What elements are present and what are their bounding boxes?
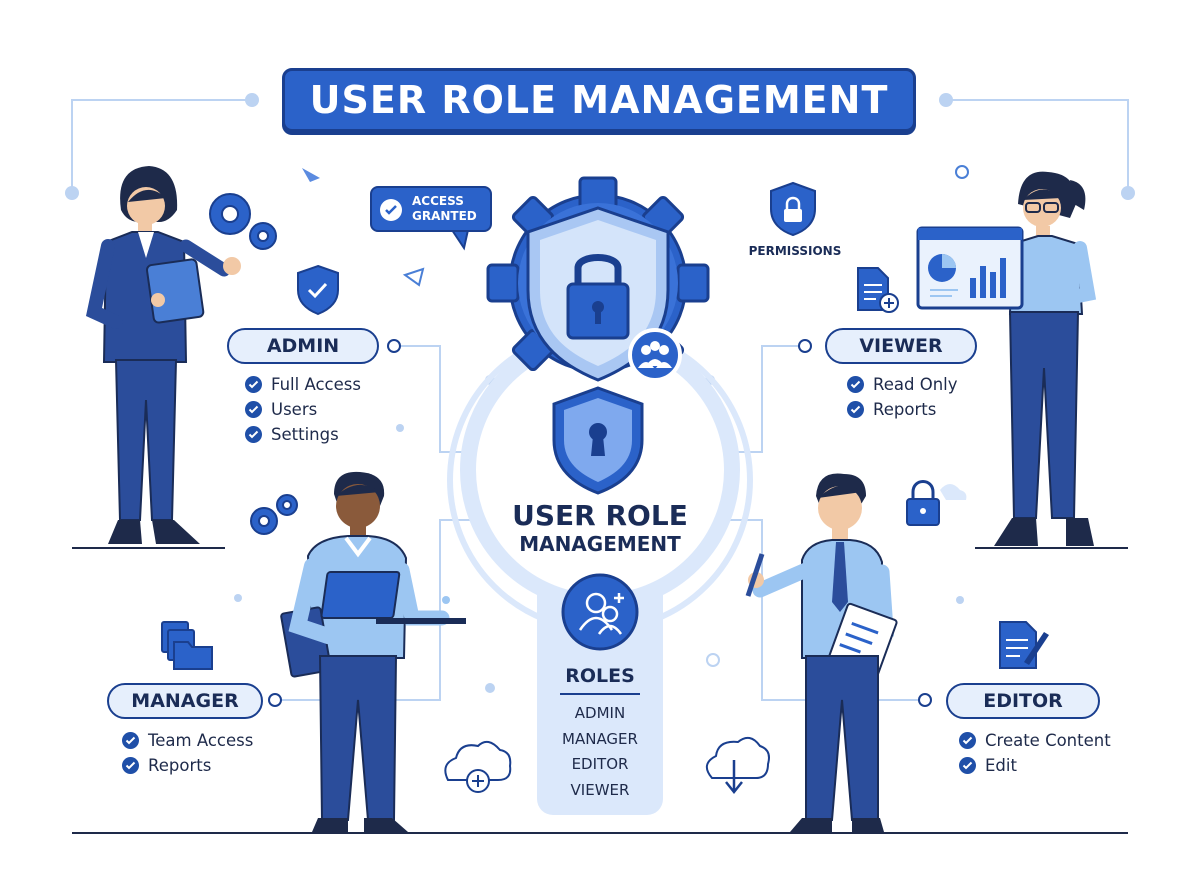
admin-item-label: Full Access [271, 375, 361, 394]
center-title-line-1: USER ROLE [512, 499, 688, 532]
roles-item-manager: MANAGER [562, 730, 638, 748]
roles-title: ROLES [565, 665, 635, 687]
admin-permissions-list: Full Access Users Settings [245, 372, 361, 447]
small-gears-icon [250, 494, 298, 535]
check-icon [847, 401, 864, 418]
editor-figure [745, 473, 898, 832]
lock-shield-icon [526, 206, 670, 382]
check-icon [122, 757, 139, 774]
folders-icon [161, 621, 213, 670]
list-item: Reports [122, 753, 253, 778]
check-circle-icon [380, 199, 402, 221]
edit-document-icon [999, 621, 1049, 669]
document-add-icon [857, 267, 899, 313]
manager-permissions-list: Team Access Reports [122, 728, 253, 778]
viewer-figure [916, 171, 1097, 546]
cloud-add-icon [444, 740, 512, 793]
permissions-shield-icon [770, 181, 816, 237]
team-icon [628, 328, 682, 382]
list-item: Read Only [847, 372, 958, 397]
shield-check-icon [297, 264, 339, 316]
editor-item-label: Create Content [985, 731, 1111, 750]
admin-role-pill[interactable]: ADMIN [227, 328, 379, 364]
roles-item-viewer: VIEWER [570, 781, 630, 799]
admin-figure [85, 166, 241, 544]
padlock-icon [906, 480, 967, 526]
viewer-item-label: Reports [873, 400, 937, 419]
keyhole-shield-icon [552, 386, 644, 495]
list-item: Reports [847, 397, 958, 422]
manager-item-label: Team Access [148, 731, 254, 750]
list-item: Create Content [959, 728, 1111, 753]
page-title: USER ROLE MANAGEMENT [282, 68, 916, 132]
list-item: Full Access [245, 372, 361, 397]
list-item: Users [245, 397, 361, 422]
check-icon [245, 376, 262, 393]
editor-item-label: Edit [985, 756, 1017, 775]
check-icon [847, 376, 864, 393]
manager-item-label: Reports [148, 756, 212, 775]
check-icon [959, 732, 976, 749]
check-icon [245, 401, 262, 418]
editor-permissions-list: Create Content Edit [959, 728, 1111, 778]
list-item: Team Access [122, 728, 253, 753]
check-icon [245, 426, 262, 443]
viewer-permissions-list: Read Only Reports [847, 372, 958, 422]
settings-gears-icon [209, 193, 277, 250]
badge-line-1: ACCESS [412, 194, 464, 208]
center-title: USER ROLE MANAGEMENT [470, 499, 730, 557]
cloud-download-icon [705, 736, 770, 795]
roles-item-editor: EDITOR [571, 755, 629, 773]
editor-role-pill[interactable]: EDITOR [946, 683, 1100, 719]
roles-item-admin: ADMIN [574, 704, 626, 722]
permissions-label: PERMISSIONS [748, 244, 842, 258]
access-granted-badge: ACCESS GRANTED [370, 186, 492, 232]
check-icon [959, 757, 976, 774]
viewer-item-label: Read Only [873, 375, 958, 394]
manager-role-pill[interactable]: MANAGER [107, 683, 263, 719]
center-hub [447, 176, 753, 651]
check-icon [122, 732, 139, 749]
viewer-role-pill[interactable]: VIEWER [825, 328, 977, 364]
admin-item-label: Users [271, 400, 318, 419]
manager-figure [280, 471, 466, 832]
badge-line-2: GRANTED [412, 209, 477, 223]
list-item: Settings [245, 422, 361, 447]
admin-item-label: Settings [271, 425, 339, 444]
user-add-icon [561, 573, 639, 651]
center-title-line-2: MANAGEMENT [519, 532, 681, 556]
list-item: Edit [959, 753, 1111, 778]
